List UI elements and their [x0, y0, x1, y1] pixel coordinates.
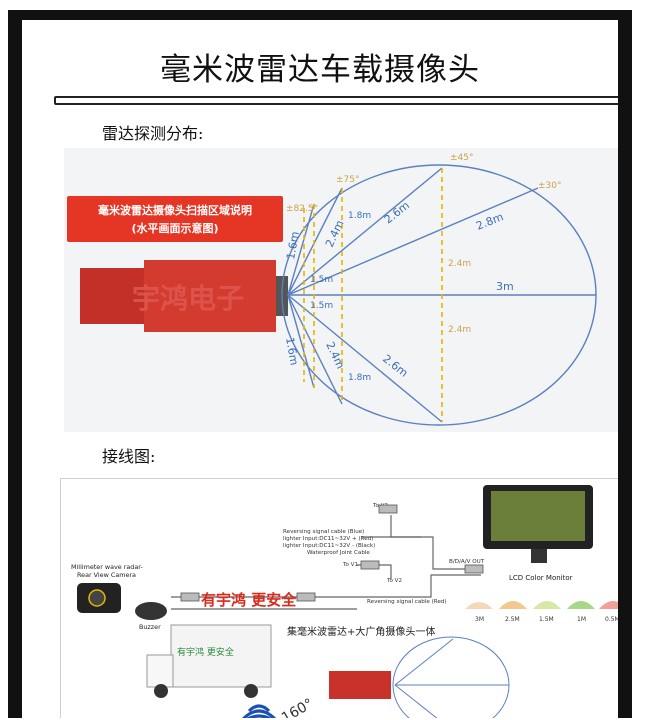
level-2-5m: 2.5M	[505, 616, 520, 623]
dist-1-8-down: 1.8m	[348, 373, 371, 383]
truck-wheel-rear	[244, 684, 258, 698]
camera-lens	[88, 589, 106, 607]
radar-distribution-figure: 毫米波雷达摄像头扫描区域说明 (水平画面示意图) 宇鸿电子	[64, 148, 618, 432]
buzzer-label: Buzzer	[139, 623, 161, 631]
dist-1-6-down: 1.6m	[283, 336, 301, 366]
ray-up-45	[287, 167, 443, 296]
level-1-5m: 1.5M	[539, 616, 554, 623]
level-3m-shape	[465, 602, 493, 609]
angle-label-82: ±82.5°	[286, 204, 318, 214]
buzzer-icon	[135, 602, 167, 620]
to-v2-label: To V2	[386, 578, 402, 584]
dist-1-8-up: 1.8m	[348, 211, 371, 221]
connector-2	[296, 592, 316, 602]
connector-3	[360, 560, 380, 570]
angle-label-30: ±30°	[538, 181, 562, 191]
cable-main	[361, 536, 481, 570]
banner-box	[67, 196, 283, 242]
banner-line2: (水平画面示意图)	[131, 221, 218, 235]
camera-label-1: Millimeter wave radar-	[71, 563, 143, 571]
truck-wheel-front	[154, 684, 168, 698]
truck-watermark: 宇鸿电子	[132, 282, 244, 315]
cable-v3	[390, 515, 421, 538]
truck-cab	[80, 268, 144, 324]
monitor-stand	[531, 549, 547, 563]
dist-2-6-up: 2.6m	[382, 199, 412, 227]
dist-1-5-a: 1.5m	[310, 275, 333, 285]
camera-label-2: Rear View Camera	[77, 571, 136, 579]
level-0-5m: 0.5M	[605, 616, 620, 623]
level-3m: 3M	[475, 616, 484, 623]
section-radar-heading: 雷达探测分布:	[102, 124, 204, 143]
wave-3	[246, 714, 272, 718]
lighter-black-label: lighter Input:DC11~32V - (Black)	[283, 543, 375, 549]
dist-3: 3m	[496, 280, 514, 293]
page-frame: 毫米波雷达车载摄像头 雷达探测分布: 毫米波雷达摄像头扫描区域说明 (水平画面示…	[8, 10, 632, 718]
distance-levels: 3M 2.5M 1.5M 1M 0.5M	[465, 601, 620, 623]
dist-1-6-up: 1.6m	[284, 230, 302, 260]
ray-up-82	[287, 203, 315, 296]
connector-1	[180, 592, 200, 602]
view-angle: 160°	[279, 696, 316, 718]
wiring-diagram: LCD Color Monitor To V3 Reversing signal…	[71, 485, 620, 718]
ray-up-30	[287, 187, 539, 296]
page-title: 毫米波雷达车载摄像头	[160, 52, 480, 88]
mini-coverage-circle	[392, 636, 510, 718]
angle-label-45: ±45°	[450, 153, 474, 163]
monitor-screen	[491, 491, 585, 541]
to-v1-label: To V1	[342, 562, 358, 568]
reversing-red-label: Reversing signal cable (Red)	[367, 599, 447, 605]
mini-truck	[329, 671, 391, 699]
ray-up-75	[287, 187, 343, 296]
dist-2-4-dash-up: 2.4m	[448, 259, 471, 269]
dist-2-4-dash-down: 2.4m	[448, 325, 471, 335]
wiring-diagram-figure: LCD Color Monitor To V3 Reversing signal…	[60, 478, 620, 718]
ray-down-82	[287, 294, 315, 389]
box-truck-text: 有宇鸿 更安全	[177, 646, 234, 658]
integrated-caption: 集毫米波雷达+大广角摄像头一体	[287, 625, 435, 638]
wave-2	[241, 709, 277, 718]
truck-body	[144, 260, 276, 332]
level-1m-shape	[567, 601, 595, 609]
level-1-5m-shape	[533, 601, 561, 609]
monitor-label: LCD Color Monitor	[509, 574, 573, 582]
angle-label-75: ±75°	[336, 175, 360, 185]
connector-4	[378, 504, 398, 514]
radar-diagram: 毫米波雷达摄像头扫描区域说明 (水平画面示意图) 宇鸿电子	[67, 153, 597, 426]
box-truck-cab	[146, 654, 174, 688]
connector-5	[464, 564, 484, 574]
section-wiring-heading: 接线图:	[102, 447, 156, 466]
banner-line1: 毫米波雷达摄像头扫描区域说明	[98, 203, 252, 217]
mini-ray-down	[394, 684, 438, 718]
level-1m: 1M	[577, 616, 586, 623]
ray-down-75	[287, 294, 343, 405]
reversing-blue-label: Reversing signal cable (Blue)	[283, 529, 364, 535]
dist-2-4-down: 2.4m	[323, 340, 347, 371]
level-2-5m-shape	[499, 601, 527, 609]
out-label: B/D/A/V OUT	[449, 559, 485, 565]
wave-1	[247, 704, 271, 713]
level-0-5m-shape	[599, 601, 618, 609]
title-rule	[54, 96, 618, 105]
dist-1-5-b: 1.5m	[310, 301, 333, 311]
ray-down-45	[287, 294, 443, 423]
slogan: 有宇鸿 更安全	[201, 591, 297, 609]
waterproof-label: Waterproof Joint Cable	[307, 550, 370, 556]
mini-ray-up	[394, 638, 454, 686]
lighter-red-label: lighter Input:DC11~32V + (Red)	[283, 536, 373, 542]
dist-2-4-up: 2.4m	[323, 218, 347, 249]
